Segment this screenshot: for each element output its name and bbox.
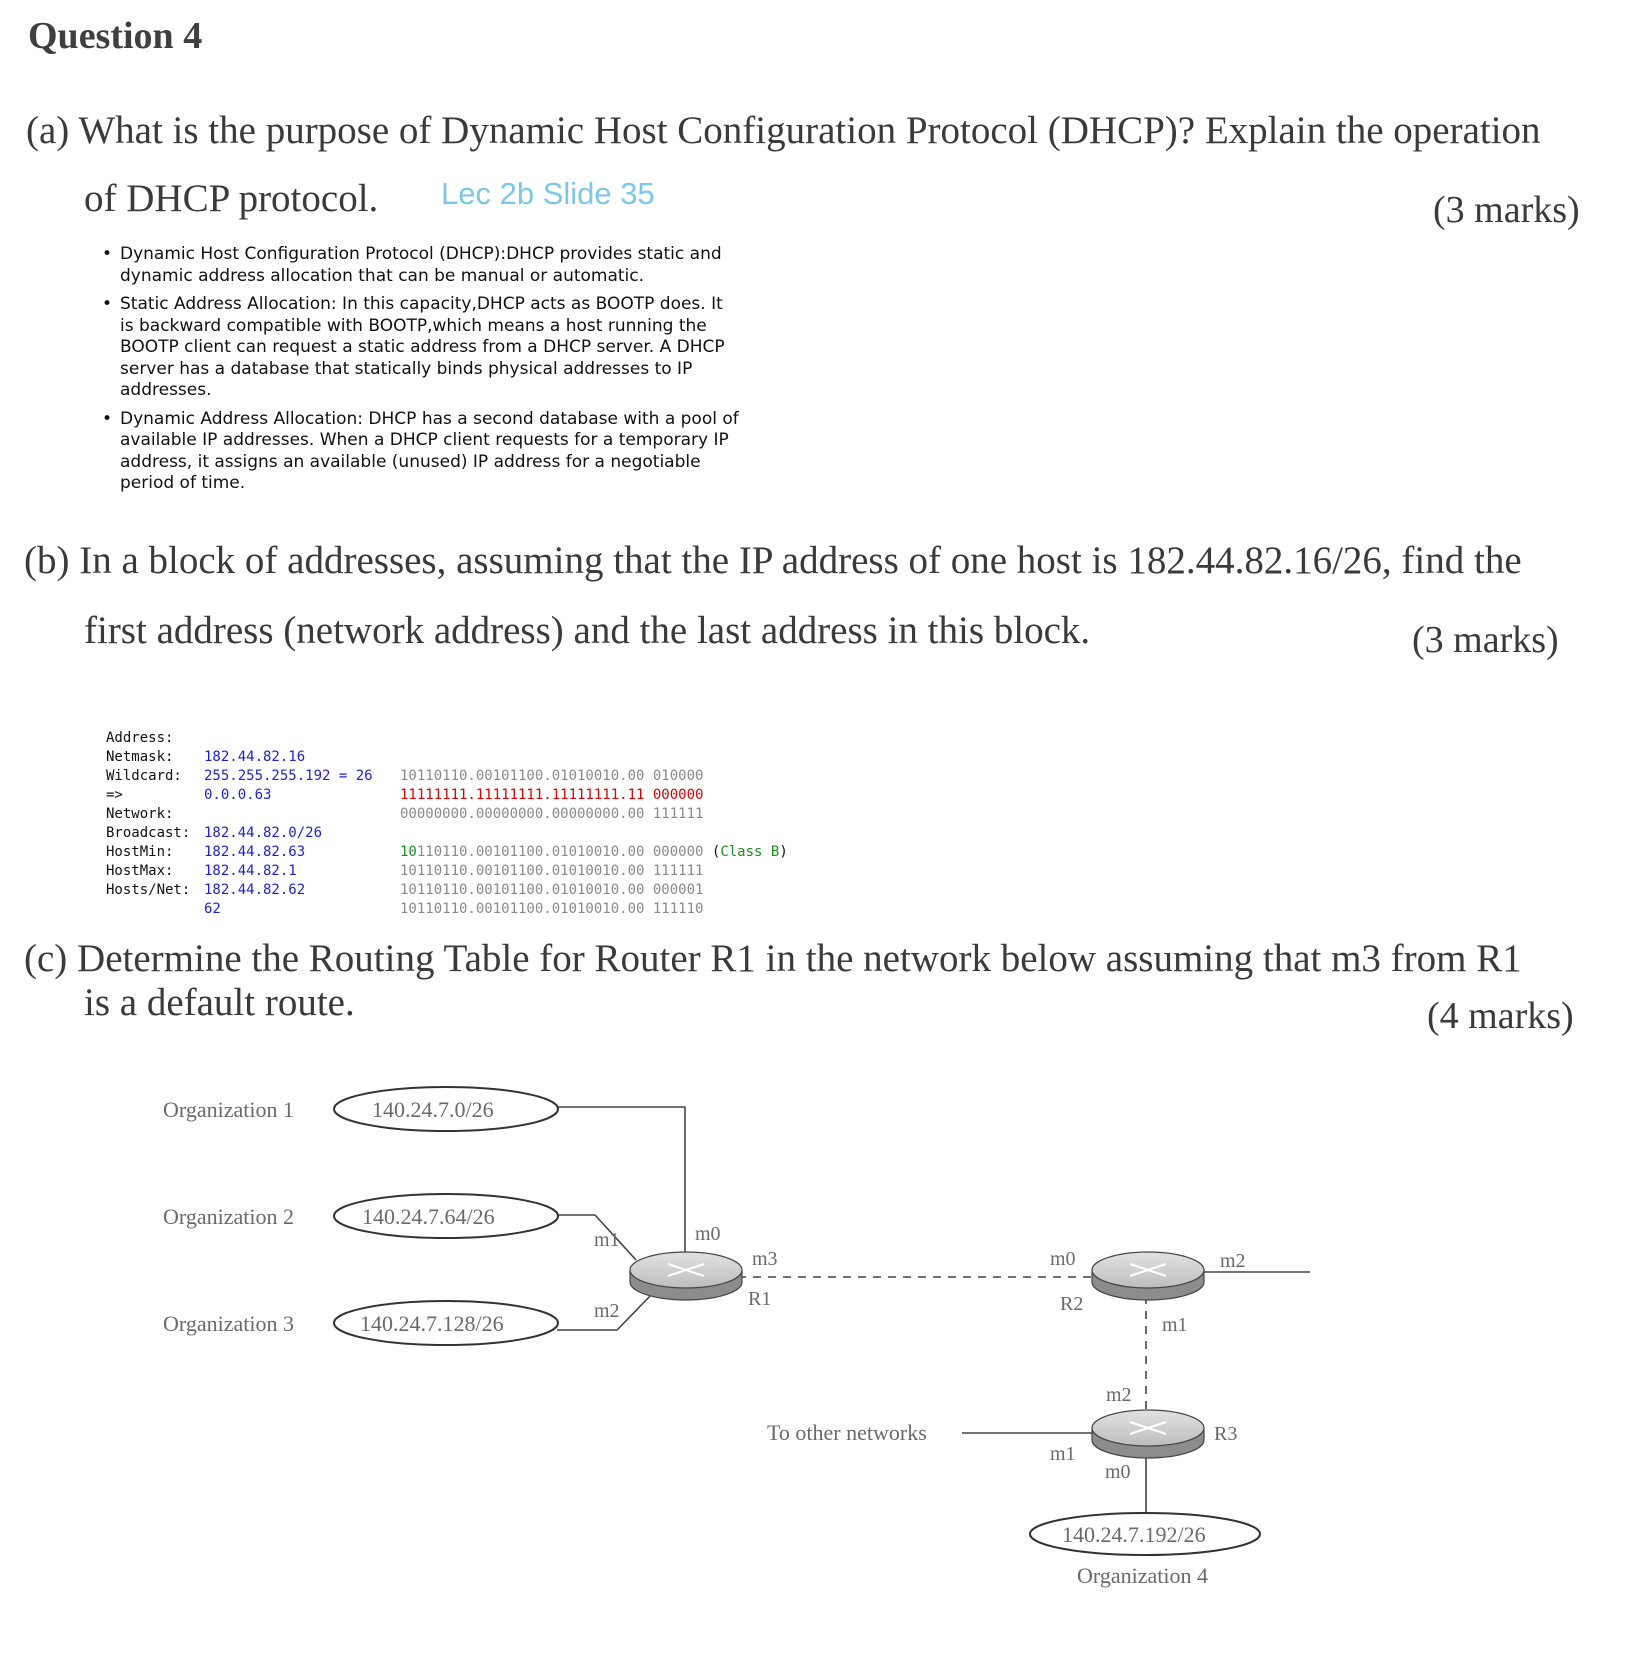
- row-label: Hosts/Net:: [106, 882, 191, 898]
- netmask-row: Netmask: 255.255.255.192 = 26 11111111.1…: [106, 729, 703, 803]
- row-label: Network:: [106, 806, 174, 822]
- r2-m2-label: m2: [1220, 1250, 1246, 1272]
- row-label: HostMin:: [106, 844, 174, 860]
- row-value: 0.0.0.63: [204, 787, 272, 803]
- r1-name: R1: [748, 1288, 771, 1310]
- part-a-line1: (a) What is the purpose of Dynamic Host …: [26, 109, 1541, 152]
- row-value: 62: [204, 901, 221, 917]
- row-binary: 10110110.00101100.01010010.00 000000 (Cl…: [400, 843, 788, 862]
- row-label: Address:: [106, 730, 174, 746]
- part-a-line2: of DHCP protocol.: [84, 177, 379, 220]
- row-value: 182.44.82.63: [204, 844, 306, 860]
- class-label: Class B: [720, 844, 780, 860]
- r3-name: R3: [1214, 1423, 1237, 1445]
- org1-prefix: 140.24.7.0/26: [372, 1097, 494, 1122]
- org4-network: [1029, 1512, 1261, 1556]
- org1-network: [333, 1086, 559, 1132]
- row-binary: 10110110.00101100.01010010.00 000001: [400, 882, 704, 898]
- org2-prefix: 140.24.7.64/26: [362, 1204, 495, 1229]
- router-r2: [1091, 1251, 1205, 1301]
- answer-bullet: Dynamic Host Configuration Protocol (DHC…: [100, 244, 740, 287]
- part-c-line1: (c) Determine the Routing Table for Rout…: [24, 937, 1522, 980]
- r1-m3-label: m3: [752, 1248, 778, 1270]
- row-value: 182.44.82.16: [204, 749, 306, 765]
- org2-label: Organization 2: [163, 1204, 294, 1229]
- part-b-marks: (3 marks): [1412, 619, 1559, 661]
- row-label: Wildcard:: [106, 768, 182, 784]
- wildcard-row: Wildcard: 0.0.0.63 00000000.00000000.000…: [106, 748, 703, 822]
- class-close: ): [779, 844, 788, 860]
- other-networks-label: To other networks: [767, 1420, 927, 1445]
- r2-name: R2: [1060, 1293, 1083, 1315]
- row-value: 182.44.82.1: [204, 863, 297, 879]
- class-open: (: [711, 844, 721, 860]
- row-binary: 10110110.00101100.01010010.00 111111: [400, 863, 704, 879]
- lecture-note: Lec 2b Slide 35: [441, 176, 655, 211]
- row-value: 255.255.255.192 = 26: [204, 768, 373, 784]
- part-c-line2: is a default route.: [84, 981, 355, 1024]
- network-ellipses: [333, 1086, 1261, 1556]
- row-value: 182.44.82.62: [204, 882, 306, 898]
- link-org3-r1: [557, 1290, 656, 1331]
- row-binary: 10110110.00101100.01010010.00 010000: [400, 768, 704, 784]
- org1-label: Organization 1: [163, 1097, 294, 1122]
- link-org1-r1: [556, 1106, 686, 1262]
- org4-prefix: 140.24.7.192/26: [1062, 1522, 1206, 1547]
- dhcp-answer-list: Dynamic Host Configuration Protocol (DHC…: [100, 244, 740, 502]
- network-row: Network: 182.44.82.0/26 10110110.0010110…: [106, 786, 788, 860]
- part-b-line1: (b) In a block of addresses, assuming th…: [24, 539, 1522, 582]
- question-title: Question 4: [28, 15, 203, 57]
- row-value: 182.44.82.0/26: [204, 825, 323, 841]
- org2-network: [333, 1193, 559, 1239]
- network-bits: 10: [400, 844, 417, 860]
- host-bits: 110110.00101100.01010010.00 000000: [416, 844, 704, 860]
- hostmax-row: HostMax: 182.44.82.62 10110110.00101100.…: [106, 843, 703, 917]
- router-r1: [629, 1251, 743, 1301]
- row-label: HostMax:: [106, 863, 174, 879]
- r1-m1-label: m1: [594, 1229, 620, 1251]
- r1-m2-label: m2: [594, 1300, 620, 1322]
- part-b-line2: first address (network address) and the …: [84, 609, 1091, 652]
- arrow-row: =>: [106, 767, 140, 803]
- r2-m1-label: m1: [1162, 1314, 1188, 1336]
- ip-calculator-output: Address: 182.44.82.16 10110110.00101100.…: [106, 710, 788, 917]
- hosts-row: Hosts/Net: 62: [106, 862, 221, 917]
- row-binary: 11111111.11111111.11111111.11 000000: [400, 787, 704, 803]
- r3-m1-label: m1: [1050, 1443, 1076, 1465]
- dashed-links: [738, 1276, 1147, 1410]
- link-org2-r1: [557, 1214, 637, 1261]
- address-row: Address: 182.44.82.16 10110110.00101100.…: [106, 710, 703, 784]
- links: [556, 1106, 1310, 1516]
- row-binary: 10110110.00101100.01010010.00 111110: [400, 901, 704, 917]
- answer-bullet: Dynamic Address Allocation: DHCP has a s…: [100, 409, 740, 495]
- r1-m0-label: m0: [695, 1223, 721, 1245]
- broadcast-row: Broadcast: 182.44.82.63 10110110.0010110…: [106, 805, 703, 879]
- org3-label: Organization 3: [163, 1311, 294, 1336]
- row-binary: 00000000.00000000.00000000.00 111111: [400, 806, 704, 822]
- row-label: Broadcast:: [106, 825, 191, 841]
- r3-m0-label: m0: [1105, 1461, 1131, 1483]
- hostmin-row: HostMin: 182.44.82.1 10110110.00101100.0…: [106, 824, 703, 898]
- r3-m2-label: m2: [1106, 1384, 1132, 1406]
- org4-label: Organization 4: [1077, 1563, 1208, 1588]
- answer-bullet: Static Address Allocation: In this capac…: [100, 294, 740, 402]
- r2-m0-label: m0: [1050, 1248, 1076, 1270]
- part-a-marks: (3 marks): [1433, 189, 1580, 231]
- org3-prefix: 140.24.7.128/26: [360, 1311, 504, 1336]
- arrow-label: =>: [106, 787, 123, 803]
- part-c-marks: (4 marks): [1427, 995, 1574, 1037]
- router-r3: [1091, 1409, 1205, 1459]
- row-label: Netmask:: [106, 749, 174, 765]
- org3-network: [333, 1300, 559, 1346]
